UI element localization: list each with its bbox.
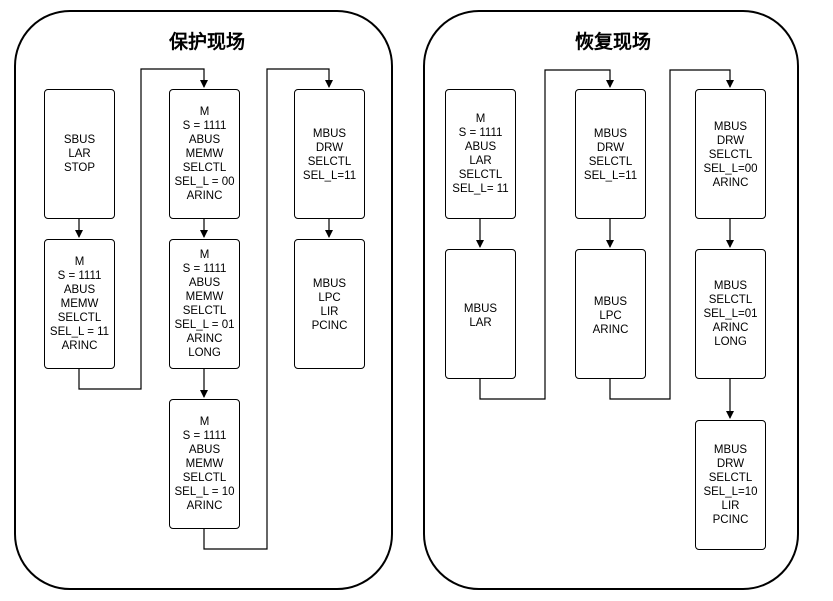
step-line: SELCTL bbox=[182, 162, 227, 174]
step-line: LAR bbox=[68, 148, 91, 160]
step-line: PCINC bbox=[712, 514, 749, 526]
step-line: M bbox=[74, 256, 85, 268]
step-box: M S = 1111 ABUS MEMW SELCTL SEL_L = 10 A… bbox=[169, 399, 240, 529]
step-line: M bbox=[475, 113, 486, 125]
step-box: MBUS DRW SELCTL SEL_L=10 LIR PCINC bbox=[695, 420, 766, 550]
step-line: SEL_L=00 bbox=[703, 163, 758, 175]
step-line: S = 1111 bbox=[57, 270, 102, 282]
step-line: MBUS bbox=[713, 121, 748, 133]
step-box: MBUS SELCTL SEL_L=01 ARINC LONG bbox=[695, 249, 766, 379]
step-line: SELCTL bbox=[182, 305, 227, 317]
step-box: M S = 1111 ABUS MEMW SELCTL SEL_L = 00 A… bbox=[169, 89, 240, 219]
step-line: S = 1111 bbox=[182, 430, 227, 442]
step-line: MEMW bbox=[185, 458, 224, 470]
connector-arrow bbox=[609, 69, 734, 400]
step-line: ARINC bbox=[712, 177, 749, 189]
step-line: SEL_L = 11 bbox=[49, 326, 110, 338]
step-line: SELCTL bbox=[458, 169, 503, 181]
step-line: LIR bbox=[320, 306, 339, 318]
step-line: S = 1111 bbox=[182, 120, 227, 132]
step-line: ABUS bbox=[188, 134, 221, 146]
panel-title-restore: 恢复现场 bbox=[575, 31, 652, 53]
step-line: SEL_L = 00 bbox=[174, 176, 235, 188]
connector-arrow bbox=[203, 68, 333, 550]
connector-arrow bbox=[479, 69, 614, 400]
step-line: ABUS bbox=[188, 277, 221, 289]
step-line: MEMW bbox=[185, 291, 224, 303]
step-line: SEL_L=11 bbox=[302, 170, 357, 182]
step-line: S = 1111 bbox=[458, 127, 503, 139]
step-line: ARINC bbox=[186, 500, 223, 512]
step-line: M bbox=[199, 106, 210, 118]
step-line: LPC bbox=[599, 310, 622, 322]
step-line: MBUS bbox=[463, 303, 498, 315]
step-line: MBUS bbox=[713, 444, 748, 456]
step-line: SELCTL bbox=[588, 156, 633, 168]
step-line: SEL_L = 01 bbox=[174, 319, 235, 331]
step-line: SELCTL bbox=[708, 294, 753, 306]
step-line: SELCTL bbox=[182, 472, 227, 484]
step-line: LAR bbox=[469, 317, 492, 329]
step-line: SELCTL bbox=[57, 312, 102, 324]
step-box: MBUS DRW SELCTL SEL_L=00 ARINC bbox=[695, 89, 766, 219]
step-line: DRW bbox=[716, 135, 745, 147]
step-line: ARINC bbox=[61, 340, 98, 352]
step-line: LAR bbox=[469, 155, 492, 167]
step-line: SEL_L=10 bbox=[703, 486, 758, 498]
step-box: M S = 1111 ABUS LAR SELCTL SEL_L= 11 bbox=[445, 89, 516, 219]
step-line: MBUS bbox=[593, 296, 628, 308]
step-line: S = 1111 bbox=[182, 263, 227, 275]
step-line: SEL_L = 10 bbox=[174, 486, 235, 498]
step-line: MEMW bbox=[185, 148, 224, 160]
step-box: MBUS DRW SELCTL SEL_L=11 bbox=[575, 89, 646, 219]
step-line: LPC bbox=[318, 292, 341, 304]
panel-title-save: 保护现场 bbox=[169, 31, 246, 53]
step-line: SELCTL bbox=[708, 149, 753, 161]
step-line: LONG bbox=[188, 347, 221, 359]
step-box: MBUS LPC LIR PCINC bbox=[294, 239, 365, 369]
step-line: MBUS bbox=[312, 128, 347, 140]
step-line: SELCTL bbox=[307, 156, 352, 168]
step-line: M bbox=[199, 249, 210, 261]
step-line: SEL_L=01 bbox=[703, 308, 758, 320]
step-line: ARINC bbox=[186, 190, 223, 202]
step-line: ABUS bbox=[188, 444, 221, 456]
step-line: PCINC bbox=[311, 320, 348, 332]
step-line: MBUS bbox=[312, 278, 347, 290]
step-box: MBUS DRW SELCTL SEL_L=11 bbox=[294, 89, 365, 219]
step-line: SEL_L= 11 bbox=[452, 183, 509, 195]
step-line: M bbox=[199, 416, 210, 428]
step-line: MBUS bbox=[713, 280, 748, 292]
step-box: M S = 1111 ABUS MEMW SELCTL SEL_L = 11 A… bbox=[44, 239, 115, 369]
step-line: ARINC bbox=[712, 322, 749, 334]
step-box: M S = 1111 ABUS MEMW SELCTL SEL_L = 01 A… bbox=[169, 239, 240, 369]
step-line: SBUS bbox=[63, 134, 96, 146]
step-line: SELCTL bbox=[708, 472, 753, 484]
step-line: DRW bbox=[315, 142, 344, 154]
step-box: MBUS LPC ARINC bbox=[575, 249, 646, 379]
connector-arrow bbox=[78, 68, 208, 390]
step-line: LIR bbox=[721, 500, 740, 512]
step-box: SBUS LAR STOP bbox=[44, 89, 115, 219]
step-line: ARINC bbox=[186, 333, 223, 345]
step-line: SEL_L=11 bbox=[583, 170, 638, 182]
step-line: ABUS bbox=[464, 141, 497, 153]
step-line: MEMW bbox=[60, 298, 99, 310]
step-line: LONG bbox=[714, 336, 747, 348]
step-line: DRW bbox=[716, 458, 745, 470]
step-line: MBUS bbox=[593, 128, 628, 140]
step-line: DRW bbox=[596, 142, 625, 154]
step-box: MBUS LAR bbox=[445, 249, 516, 379]
step-line: STOP bbox=[63, 162, 96, 174]
step-line: ABUS bbox=[63, 284, 96, 296]
step-line: ARINC bbox=[592, 324, 629, 336]
